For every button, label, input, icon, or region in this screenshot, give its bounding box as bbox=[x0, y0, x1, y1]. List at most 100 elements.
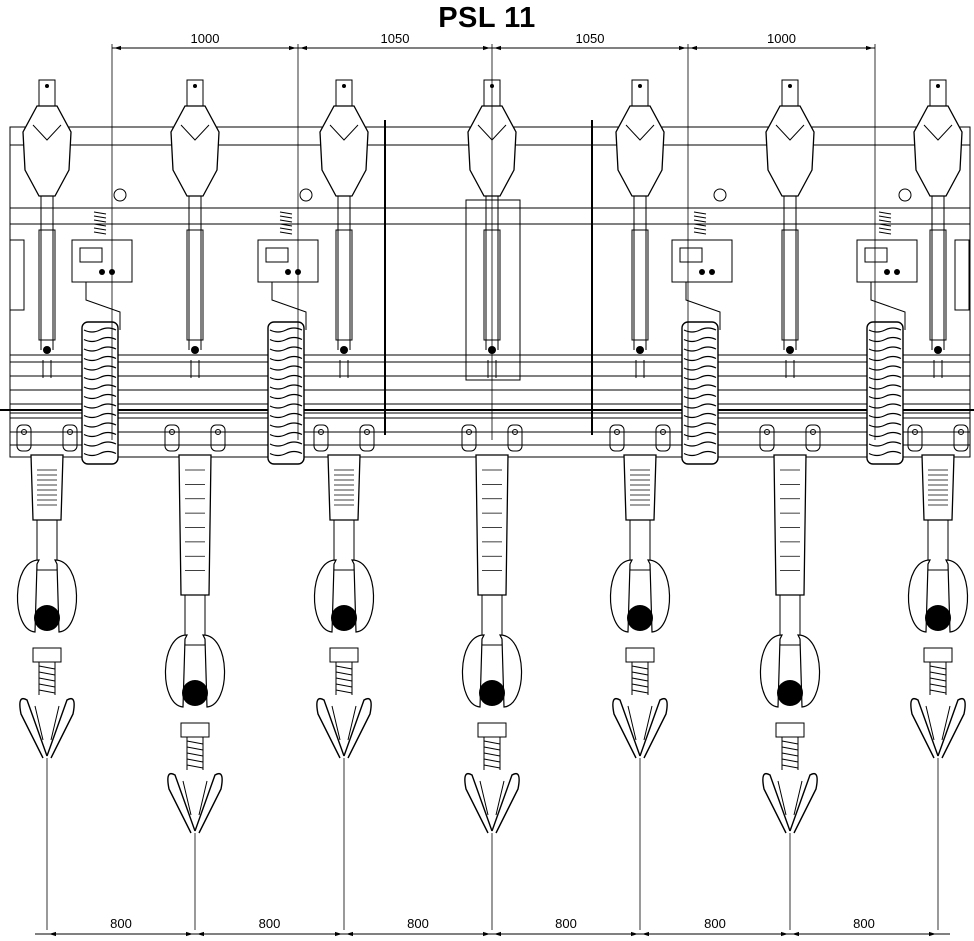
spring-coil bbox=[93, 215, 107, 219]
hopper-shell-left bbox=[164, 634, 188, 708]
seed-tube bbox=[927, 519, 949, 571]
unit-bracket-left bbox=[16, 424, 32, 452]
spring-coil bbox=[693, 231, 707, 235]
seed-meter-body bbox=[773, 454, 807, 596]
closing-spring-coil bbox=[631, 683, 649, 688]
bracket-hole bbox=[912, 429, 918, 435]
linkage-pivot bbox=[934, 346, 942, 354]
bracket-hole bbox=[21, 429, 27, 435]
closing-wheel-inner bbox=[182, 780, 208, 816]
bracket-hole bbox=[512, 429, 518, 435]
hopper-shell-left bbox=[313, 559, 337, 633]
closing-spring-coil bbox=[631, 677, 649, 682]
linkage-v bbox=[180, 124, 210, 141]
closing-frame bbox=[625, 647, 655, 663]
tire-tread bbox=[269, 431, 303, 438]
closing-spring-coil bbox=[781, 740, 799, 745]
gearbox-bolt bbox=[894, 269, 900, 275]
bottom-dimension-label: 800 bbox=[110, 916, 132, 931]
tire-tread bbox=[269, 393, 303, 400]
drawing-title: PSL 11 bbox=[438, 2, 536, 34]
tire-tread bbox=[83, 355, 117, 362]
closing-wheel-right bbox=[639, 697, 668, 759]
hopper-shell-right bbox=[202, 634, 226, 708]
gearbox bbox=[856, 239, 918, 283]
bracket-hole bbox=[364, 429, 370, 435]
drive-bracket bbox=[85, 282, 121, 330]
closing-spring-coil bbox=[335, 689, 353, 694]
closing-frame bbox=[180, 722, 210, 738]
closing-spring-coil bbox=[781, 764, 799, 769]
unit-bracket-right bbox=[953, 424, 969, 452]
linkage-body bbox=[335, 229, 353, 341]
tire-tread bbox=[868, 336, 902, 343]
closing-spring-coil bbox=[781, 752, 799, 757]
closing-spring-coil bbox=[929, 677, 947, 682]
closing-wheel-right bbox=[194, 772, 223, 834]
tire-tread bbox=[868, 355, 902, 362]
seed-meter-body bbox=[327, 454, 361, 521]
gearbox-bolt bbox=[884, 269, 890, 275]
mount-bolt bbox=[638, 84, 642, 88]
tire-tread bbox=[83, 412, 117, 419]
gearbox-cover bbox=[265, 247, 289, 263]
row-unit-3 bbox=[313, 79, 375, 930]
unit-top-mount bbox=[781, 79, 799, 107]
hopper-shell-right bbox=[499, 634, 523, 708]
row-units bbox=[16, 79, 969, 930]
spring-coil bbox=[878, 215, 892, 219]
tire-tread bbox=[683, 327, 717, 333]
press-wheel-tire bbox=[81, 321, 119, 465]
tire-tread bbox=[868, 384, 902, 390]
tire-tread bbox=[683, 374, 717, 381]
closing-spring-coil bbox=[781, 758, 799, 763]
row-unit-2 bbox=[164, 79, 226, 930]
parallel-linkage-top bbox=[170, 105, 220, 197]
closing-wheel-right bbox=[343, 697, 372, 759]
gauge-wheel-hub bbox=[925, 605, 951, 631]
tire-tread bbox=[683, 336, 717, 343]
bracket-hole bbox=[466, 429, 472, 435]
linkage-v bbox=[329, 124, 359, 141]
tire-tread bbox=[868, 412, 902, 419]
spring-coil bbox=[279, 227, 293, 231]
seed-meter-body bbox=[475, 454, 509, 596]
unit-bracket-right bbox=[359, 424, 375, 452]
gauge-wheel-hub bbox=[331, 605, 357, 631]
closing-frame bbox=[477, 722, 507, 738]
parallel-linkage-top bbox=[615, 105, 665, 197]
linkage-pivot bbox=[636, 346, 644, 354]
tire-tread bbox=[269, 327, 303, 333]
gearbox-cover bbox=[679, 247, 703, 263]
drive-bracket bbox=[271, 282, 307, 330]
press-wheel-tire bbox=[267, 321, 305, 465]
gauge-wheel-hub bbox=[479, 680, 505, 706]
drive-sprocket bbox=[113, 188, 127, 202]
linkage-body bbox=[631, 229, 649, 341]
drive-sprocket bbox=[898, 188, 912, 202]
closing-wheel-left bbox=[464, 772, 493, 834]
linkage-pivot bbox=[43, 346, 51, 354]
seed-tube bbox=[779, 594, 801, 646]
seed-meter-body bbox=[178, 454, 212, 596]
spring-coil bbox=[279, 211, 293, 215]
closing-wheel-left bbox=[612, 697, 641, 759]
seed-tube bbox=[36, 519, 58, 571]
linkage-body bbox=[186, 229, 204, 341]
tire-tread bbox=[83, 393, 117, 400]
bracket-hole bbox=[614, 429, 620, 435]
mount-bolt bbox=[342, 84, 346, 88]
tire-tread bbox=[868, 450, 902, 457]
tire-tread bbox=[269, 403, 303, 409]
spring-coil bbox=[693, 219, 707, 223]
tire-tread bbox=[683, 346, 717, 352]
spring-coil bbox=[93, 227, 107, 231]
spring-coil bbox=[878, 227, 892, 231]
closing-spring-coil bbox=[929, 683, 947, 688]
closing-wheel-inner bbox=[479, 780, 505, 816]
linkage-body bbox=[38, 229, 56, 341]
tire-tread bbox=[83, 336, 117, 343]
mount-bolt bbox=[936, 84, 940, 88]
